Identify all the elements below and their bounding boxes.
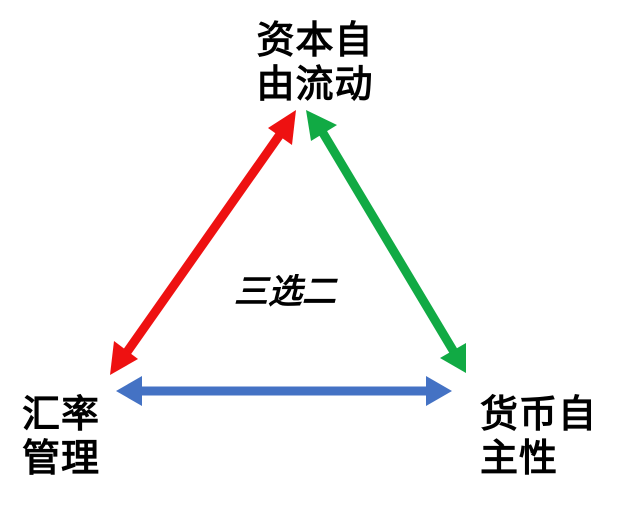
node-monetary-autonomy-line1: 货币自 xyxy=(480,392,598,436)
arrow-left-top xyxy=(110,110,296,375)
node-monetary-autonomy: 货币自 主性 xyxy=(480,392,597,480)
arrow-left-right xyxy=(116,376,452,406)
arrow-right-top xyxy=(306,110,466,373)
center-label: 三选二 xyxy=(234,272,336,312)
node-exchange-rate-line2: 管理 xyxy=(22,436,101,480)
node-monetary-autonomy-line2: 主性 xyxy=(480,436,559,480)
node-capital-flow-line1: 资本自 xyxy=(256,18,374,62)
node-exchange-rate-line1: 汇率 xyxy=(22,392,101,436)
node-capital-flow-line2: 由流动 xyxy=(256,62,374,106)
node-capital-flow: 资本自 由流动 xyxy=(250,18,380,106)
node-exchange-rate: 汇率 管理 xyxy=(22,392,100,480)
